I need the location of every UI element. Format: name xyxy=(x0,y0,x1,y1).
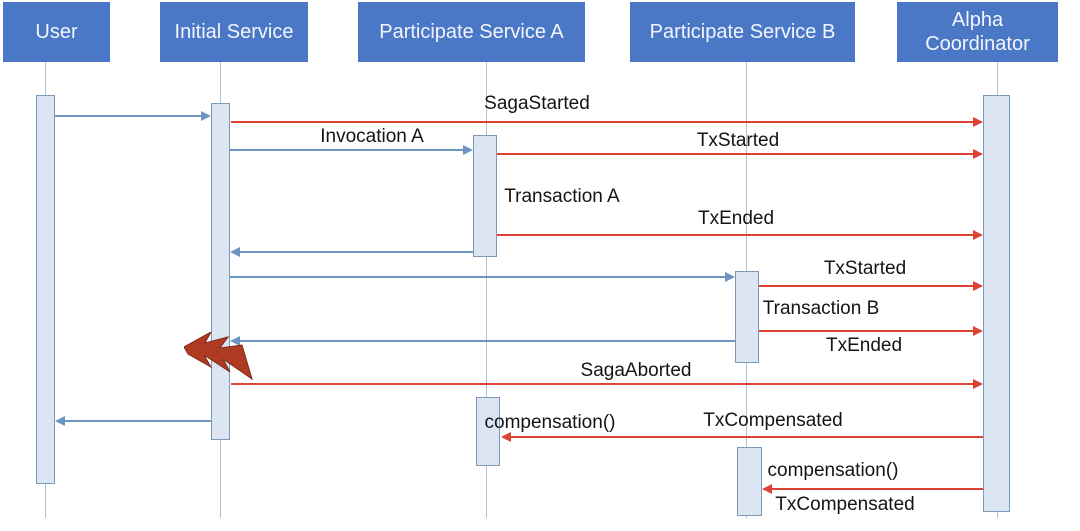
participant-header-alpha-coordinator: Alpha Coordinator xyxy=(897,2,1058,62)
message-arrow-txstarted-head xyxy=(973,281,983,291)
message-arrow-unlabeled-head xyxy=(201,111,211,121)
message-label-txstarted: TxStarted xyxy=(696,130,780,151)
message-arrow-txstarted xyxy=(759,285,975,287)
participant-header-initial-service: Initial Service xyxy=(160,2,308,62)
message-label-sagastarted: SagaStarted xyxy=(484,93,590,114)
message-arrow-txcompensated-head xyxy=(762,484,772,494)
message-arrow-unlabeled-head xyxy=(230,336,240,346)
message-label-invocation-a: Invocation A xyxy=(320,126,424,147)
lifeline-participate-service-a xyxy=(486,62,487,518)
activation-bar-initial-service xyxy=(211,103,230,440)
message-arrow-sagastarted xyxy=(231,121,975,123)
message-arrow-txended-head xyxy=(973,230,983,240)
message-arrow-invocation-a xyxy=(230,149,465,151)
note-label-compensation: compensation() xyxy=(767,460,899,481)
activation-bar-participate-service-b xyxy=(735,271,759,363)
note-label-compensation: compensation() xyxy=(484,412,616,433)
activation-bar-participate-service-b xyxy=(737,447,762,516)
message-label-txstarted: TxStarted xyxy=(823,258,907,279)
message-arrow-txcompensated xyxy=(770,488,983,490)
message-arrow-unlabeled-head xyxy=(725,272,735,282)
message-label-txcompensated: TxCompensated xyxy=(775,494,915,515)
message-arrow-sagastarted-head xyxy=(973,117,983,127)
message-arrow-invocation-a-head xyxy=(463,145,473,155)
message-arrow-unlabeled xyxy=(230,276,727,278)
message-label-sagaaborted: SagaAborted xyxy=(580,360,692,381)
note-label-transaction-b: Transaction B xyxy=(762,298,880,319)
participant-header-participate-service-a: Participate Service A xyxy=(358,2,585,62)
message-arrow-txended-head xyxy=(973,326,983,336)
note-label-transaction-a: Transaction A xyxy=(504,186,620,207)
message-arrow-unlabeled-head xyxy=(230,247,240,257)
message-arrow-txcompensated xyxy=(509,436,983,438)
participant-header-user: User xyxy=(3,2,110,62)
message-arrow-txended xyxy=(759,330,975,332)
message-arrow-unlabeled xyxy=(238,340,735,342)
message-arrow-txstarted-head xyxy=(973,149,983,159)
activation-bar-participate-service-a xyxy=(476,397,500,466)
message-arrow-unlabeled xyxy=(63,420,211,422)
message-arrow-unlabeled xyxy=(238,251,473,253)
message-arrow-unlabeled xyxy=(55,115,203,117)
participant-header-participate-service-b: Participate Service B xyxy=(630,2,855,62)
message-arrow-txstarted xyxy=(497,153,975,155)
message-arrow-unlabeled-head xyxy=(55,416,65,426)
message-label-txcompensated: TxCompensated xyxy=(703,410,843,431)
message-arrow-txcompensated-head xyxy=(501,432,511,442)
message-label-txended: TxEnded xyxy=(697,208,775,229)
message-label-txended: TxEnded xyxy=(825,335,903,356)
activation-bar-participate-service-a xyxy=(473,135,497,257)
message-arrow-txended xyxy=(497,234,975,236)
failure-lightning-icon xyxy=(184,332,253,381)
activation-bar-user xyxy=(36,95,55,484)
message-arrow-sagaaborted-head xyxy=(973,379,983,389)
activation-bar-alpha-coordinator xyxy=(983,95,1010,512)
message-arrow-sagaaborted xyxy=(231,383,975,385)
